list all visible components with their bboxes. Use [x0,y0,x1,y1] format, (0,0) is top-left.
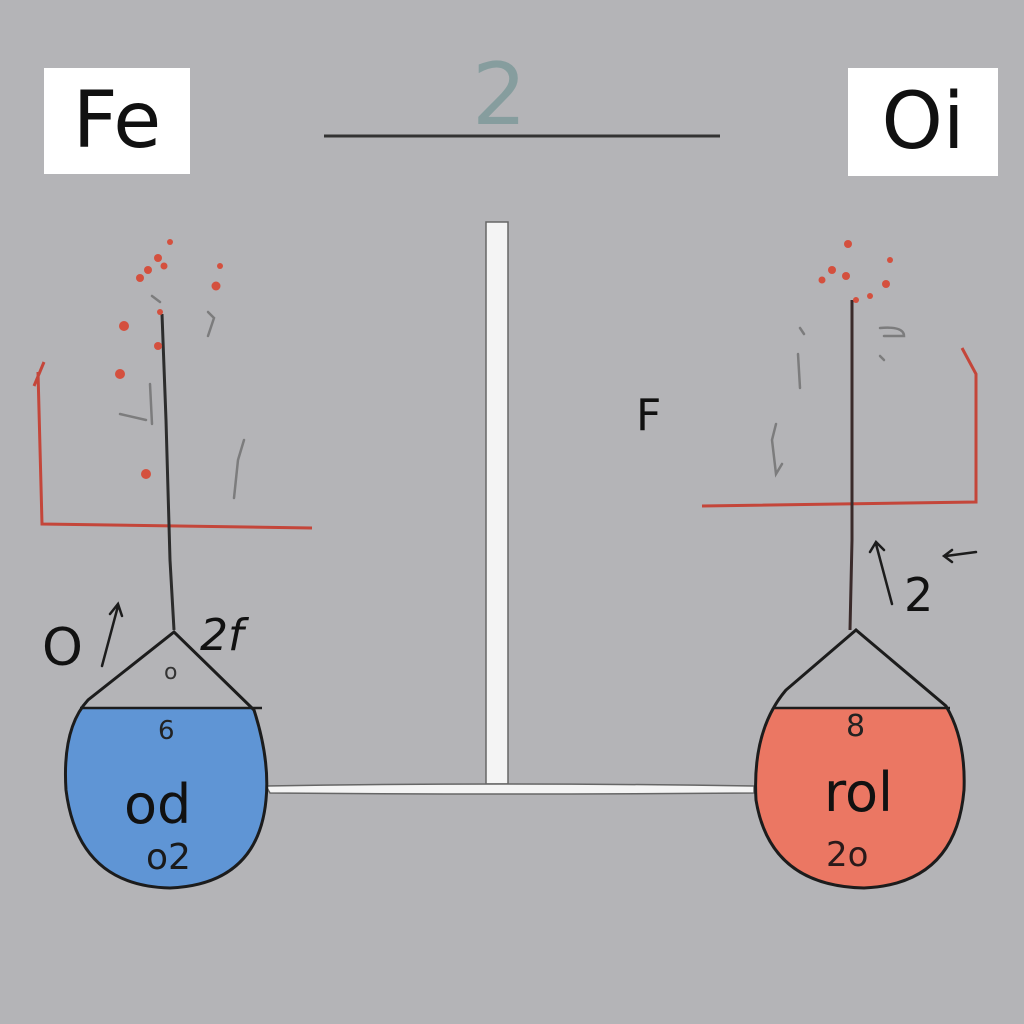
top-number: 2 [472,45,527,145]
red-flask-main-label: rol [824,761,894,824]
blue-flask-main-label: od [124,773,192,836]
right-red-frame [701,347,978,508]
element-label-right-text: Oi [881,77,965,167]
middle-letter: F [636,390,662,441]
blue-flask [64,630,269,890]
element-label-left-text: Fe [72,76,162,166]
red-flask [754,628,966,890]
red-flask-top-label: 8 [846,709,866,744]
flask-neck-label: o [164,660,178,685]
left-droplets [115,239,223,479]
blue-flask-top-label: 6 [158,716,175,746]
left-o-label: O [42,618,83,678]
right-wire [848,300,854,631]
left-red-frame [32,361,313,530]
element-label-left: Fe [44,68,190,174]
scribbles [118,294,906,500]
stand-bar [264,783,755,795]
left-wire [160,313,176,631]
left-2f-label: 2f [200,610,244,661]
arrows [100,539,978,668]
right-2-label: 2 [904,568,934,622]
blue-flask-sub-label: o2 [146,837,191,878]
right-droplets [818,240,893,303]
stand-pole [485,221,509,785]
red-flask-sub-label: 2o [826,835,869,875]
element-label-right: Oi [848,68,998,176]
